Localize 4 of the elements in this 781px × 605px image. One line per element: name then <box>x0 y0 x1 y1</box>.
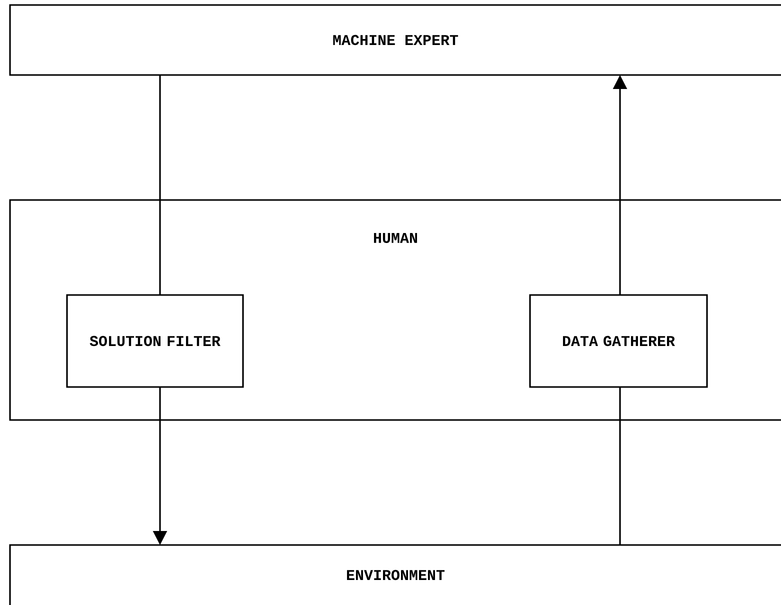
process-box: DATA GATHERER <box>529 294 708 388</box>
process-box: MACHINE EXPERT <box>9 4 781 76</box>
process-box: SOLUTION FILTER <box>66 294 244 388</box>
process-box: ENVIRONMENT <box>9 544 781 605</box>
